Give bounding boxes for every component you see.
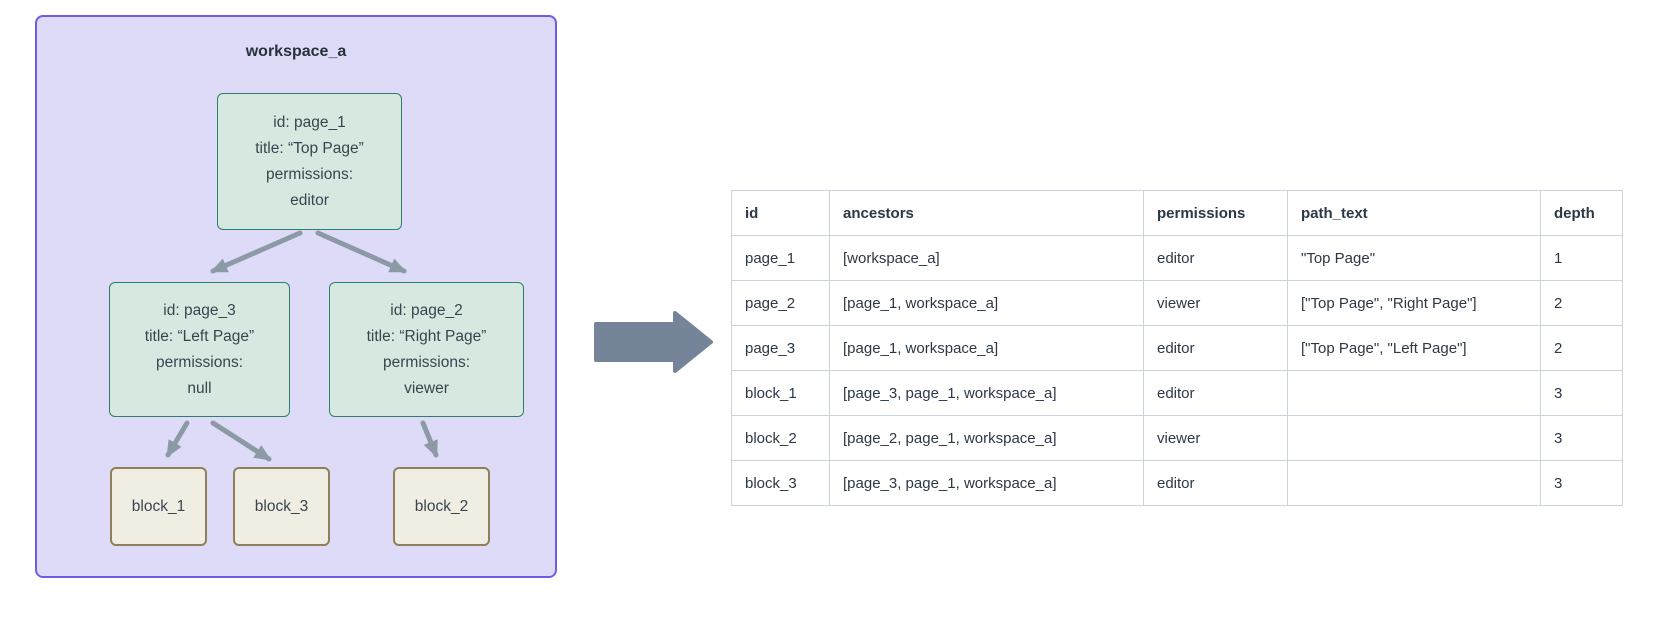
table-cell: 1 xyxy=(1540,235,1623,281)
edge-page1-page2 xyxy=(315,230,407,274)
node-line: title: “Left Page” xyxy=(144,327,255,345)
table-cell: [page_1, workspace_a] xyxy=(829,280,1144,326)
table-row: page_2[page_1, workspace_a]viewer["Top P… xyxy=(731,280,1623,326)
node-line: id: page_1 xyxy=(273,113,346,131)
table-cell xyxy=(1287,460,1541,506)
table-cell: 3 xyxy=(1540,460,1623,506)
workspace-container: workspace_a id: page_1 title: “Top Page”… xyxy=(35,15,557,578)
table-cell: [page_1, workspace_a] xyxy=(829,325,1144,371)
table-cell: 2 xyxy=(1540,280,1623,326)
table-cell: 3 xyxy=(1540,370,1623,416)
table-cell: [page_2, page_1, workspace_a] xyxy=(829,415,1144,461)
table-cell xyxy=(1287,370,1541,416)
node-block-1: block_1 xyxy=(110,467,207,546)
edge-page3-block3 xyxy=(210,420,272,462)
table-cell: [workspace_a] xyxy=(829,235,1144,281)
node-label: block_2 xyxy=(414,497,469,515)
result-table: id ancestors permissions path_text depth… xyxy=(731,190,1623,506)
node-line: id: page_2 xyxy=(390,301,463,319)
table-cell: block_1 xyxy=(731,370,830,416)
table-cell: ["Top Page", "Left Page"] xyxy=(1287,325,1541,371)
node-line: permissions: xyxy=(266,165,353,183)
table-row: block_2[page_2, page_1, workspace_a]view… xyxy=(731,415,1623,461)
column-header-id: id xyxy=(731,190,830,236)
column-header-path-text: path_text xyxy=(1287,190,1541,236)
table-cell: "Top Page" xyxy=(1287,235,1541,281)
workspace-title: workspace_a xyxy=(245,43,347,60)
node-line: title: “Right Page” xyxy=(366,327,487,345)
table-cell: 3 xyxy=(1540,415,1623,461)
table-cell: editor xyxy=(1143,325,1288,371)
table-cell: page_1 xyxy=(731,235,830,281)
node-line: id: page_3 xyxy=(163,301,236,319)
node-label: block_3 xyxy=(254,497,309,515)
table-header-row: id ancestors permissions path_text depth xyxy=(731,190,1623,236)
table-cell: ["Top Page", "Right Page"] xyxy=(1287,280,1541,326)
table-cell: editor xyxy=(1143,235,1288,281)
node-page-1: id: page_1 title: “Top Page” permissions… xyxy=(217,93,402,230)
table-cell xyxy=(1287,415,1541,461)
column-header-permissions: permissions xyxy=(1143,190,1288,236)
node-block-3: block_3 xyxy=(233,467,330,546)
table-cell: editor xyxy=(1143,460,1288,506)
node-line: editor xyxy=(290,191,329,209)
table-cell: block_2 xyxy=(731,415,830,461)
transform-arrow-icon xyxy=(594,311,713,373)
node-line: permissions: xyxy=(156,353,243,371)
table-cell: viewer xyxy=(1143,280,1288,326)
table-cell: viewer xyxy=(1143,415,1288,461)
node-page-2: id: page_2 title: “Right Page” permissio… xyxy=(329,282,524,417)
table-row: block_3[page_3, page_1, workspace_a]edit… xyxy=(731,460,1623,506)
edge-page1-page3 xyxy=(210,230,303,274)
table-row: page_1[workspace_a]editor"Top Page"1 xyxy=(731,235,1623,281)
node-line: permissions: xyxy=(383,353,470,371)
node-line: viewer xyxy=(404,379,449,397)
node-label: block_1 xyxy=(131,497,186,515)
edge-page2-block2 xyxy=(420,420,439,458)
table-cell: 2 xyxy=(1540,325,1623,371)
column-header-ancestors: ancestors xyxy=(829,190,1144,236)
node-line: title: “Top Page” xyxy=(255,139,364,157)
edge-page3-block1 xyxy=(165,420,190,458)
table-cell: [page_3, page_1, workspace_a] xyxy=(829,370,1144,416)
column-header-depth: depth xyxy=(1540,190,1623,236)
table-cell: page_3 xyxy=(731,325,830,371)
table-row: block_1[page_3, page_1, workspace_a]edit… xyxy=(731,370,1623,416)
table-cell: block_3 xyxy=(731,460,830,506)
table-cell: page_2 xyxy=(731,280,830,326)
table-row: page_3[page_1, workspace_a]editor["Top P… xyxy=(731,325,1623,371)
table-cell: [page_3, page_1, workspace_a] xyxy=(829,460,1144,506)
node-line: null xyxy=(187,379,212,397)
node-block-2: block_2 xyxy=(393,467,490,546)
node-page-3: id: page_3 title: “Left Page” permission… xyxy=(109,282,290,417)
table-cell: editor xyxy=(1143,370,1288,416)
